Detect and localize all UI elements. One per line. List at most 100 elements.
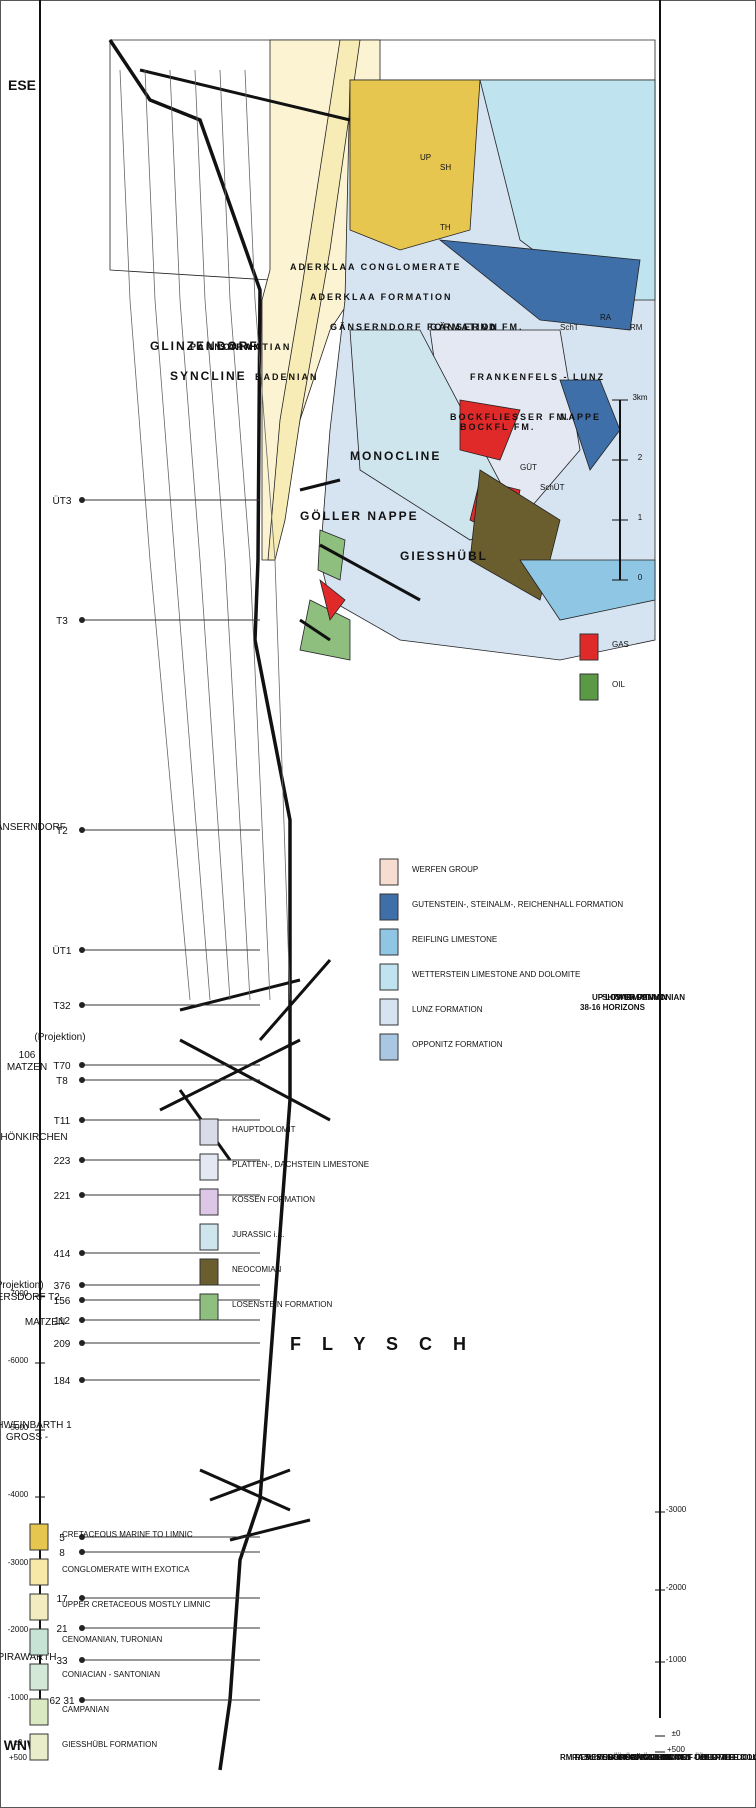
unit-label: RM: [630, 323, 643, 332]
legend-swatch-col2: [200, 1154, 218, 1180]
depth-label-right: -6000: [8, 1356, 29, 1365]
depth-label-left: -2000: [666, 1583, 687, 1592]
well-symbol: [79, 1340, 85, 1346]
scale-label: 3km: [632, 393, 647, 402]
well-group-label: MATZEN: [25, 1317, 65, 1328]
legend-swatch-fluid: [580, 674, 598, 700]
legend-swatch-col3: [380, 894, 398, 920]
depth-label-right: -4000: [8, 1490, 29, 1499]
legend-swatch-col1: [30, 1699, 48, 1725]
unit-label: TH: [440, 223, 451, 232]
legend-label-col2: HAUPTDOLOMIT: [232, 1125, 296, 1134]
legend-swatch-col2: [200, 1189, 218, 1215]
legend-swatch-col1: [30, 1524, 48, 1550]
well-symbol: [79, 1002, 85, 1008]
well-label: T8: [56, 1076, 68, 1087]
depth-label-right: +500: [9, 1753, 28, 1762]
legend-swatch-col2: [200, 1224, 218, 1250]
legend-swatch-col2: [200, 1259, 218, 1285]
formation-label: GIESSHÜBL: [400, 548, 488, 563]
well-group-label: GROSS -: [6, 1432, 48, 1443]
formation-label: BADENIAN: [255, 372, 319, 382]
well-group-label: REYERSDORF T2: [0, 1292, 60, 1303]
well-label: 209: [54, 1339, 71, 1350]
well-symbol: [79, 1157, 85, 1163]
legend-label-col2: PLATTEN-, DACHSTEIN LIMESTONE: [232, 1160, 369, 1169]
well-group-sub: SCHWEINBARTH 1: [0, 1420, 72, 1431]
legend-swatch-col3: [380, 964, 398, 990]
formation-label: NAPPE: [560, 412, 601, 422]
well-label: T11: [54, 1116, 71, 1127]
depth-label-left: ±0: [672, 1729, 681, 1738]
formation-label: GÖLLER NAPPE: [300, 508, 419, 523]
unit-label: SchÜT: [540, 483, 565, 492]
well-label: 8: [59, 1548, 65, 1559]
well-label: 223: [54, 1156, 71, 1167]
well-group-label: GÄNSERNDORF: [0, 821, 66, 833]
formation-label: SYNCLINE: [170, 369, 247, 383]
legend-swatch-col3: [380, 999, 398, 1025]
unit-label: UP: [420, 153, 431, 162]
fault-line: [160, 1040, 300, 1110]
well-group-sub: 106: [19, 1050, 36, 1061]
formation-label: FRANKENFELS - LUNZ: [470, 372, 605, 382]
formation-label: ADERKLAA FORMATION: [310, 292, 453, 302]
legend-label-col1: CRETACEOUS MARINE TO LIMNIC: [62, 1530, 193, 1539]
depth-label-right: -2000: [8, 1625, 29, 1634]
well-label: 414: [54, 1249, 71, 1260]
depth-label-right: -1000: [8, 1693, 29, 1702]
well-symbol: [79, 1282, 85, 1288]
well-symbol: [79, 947, 85, 953]
glinzendorf-syncline: [350, 80, 480, 250]
well-label: 33: [56, 1656, 68, 1667]
unit-label: RA: [600, 313, 612, 322]
well-group-label: MATZEN: [7, 1062, 47, 1073]
legend-label-fluid: GAS: [612, 640, 629, 649]
formation-label: GÄNSERND FM.: [430, 322, 524, 332]
legend-label-col3: REIFLING LIMESTONE: [412, 935, 497, 944]
scale-label: 0: [638, 573, 643, 582]
well-symbol: [79, 1192, 85, 1198]
well-label: T32: [53, 1001, 71, 1012]
well-label: 21: [56, 1624, 68, 1635]
legend-swatch-col2: [200, 1294, 218, 1320]
legend-label-col3: WETTERSTEIN LIMESTONE AND DOLOMITE: [412, 970, 580, 979]
well-symbol: [79, 1062, 85, 1068]
depth-label-right: -3000: [8, 1558, 29, 1567]
well-symbol: [79, 1297, 85, 1303]
scale-label: 1: [638, 513, 643, 522]
depth-label-left: -1000: [666, 1655, 687, 1664]
legend-swatch-col1: [30, 1559, 48, 1585]
well-markers: 62 3133211785184209112156376414221223T11…: [49, 495, 260, 1707]
legend-label-col1: CONIACIAN - SANTONIAN: [62, 1670, 160, 1679]
well-label: 221: [54, 1191, 71, 1202]
end-label-east: ESE: [8, 77, 36, 93]
legend-label-col1: GIESSHÜBL FORMATION: [62, 1740, 157, 1749]
legend-swatch-fluid: [580, 634, 598, 660]
legend-label-col1: UPPER CRETACEOUS MOSTLY LIMNIC: [62, 1600, 211, 1609]
legend-label-col3: GUTENSTEIN-, STEINALM-, REICHENHALL FORM…: [412, 900, 623, 909]
well-label: ÜT1: [53, 945, 72, 957]
legend-label-col2: NEOCOMIAN: [232, 1265, 282, 1274]
formation-label: MONOCLINE: [350, 449, 441, 463]
fault-line: [260, 960, 330, 1040]
well-symbol: [79, 1077, 85, 1083]
legend-horizon-item: TH BADENIAN: [612, 993, 667, 1002]
well-label: 184: [54, 1376, 71, 1387]
formation-label: BOCKFLIESSER FM.: [450, 412, 571, 422]
well-group-label: SCHÖNKIRCHEN: [0, 1131, 68, 1143]
legend-label-col3: OPPONITZ FORMATION: [412, 1040, 503, 1049]
legend-label-col3: LUNZ FORMATION: [412, 1005, 483, 1014]
legend-swatch-col1: [30, 1594, 48, 1620]
legend-abbrev: G ÜT GÄNSERNDORF ÜBERTIEF DOLOMITE: [608, 1753, 756, 1762]
well-symbol: [79, 1625, 85, 1631]
well-symbol: [79, 827, 85, 833]
unit-label: SH: [440, 163, 451, 172]
legend-swatch-col3: [380, 859, 398, 885]
well-symbol: [79, 1377, 85, 1383]
legend-swatch-col3: [380, 929, 398, 955]
legend-label-col2: LOSENSTEIN FORMATION: [232, 1300, 333, 1309]
formation-label: GLINZENDORF: [150, 339, 259, 353]
legend-label-col3: WERFEN GROUP: [412, 865, 478, 874]
legend-label-col1: CONGLOMERATE WITH EXOTICA: [62, 1565, 190, 1574]
